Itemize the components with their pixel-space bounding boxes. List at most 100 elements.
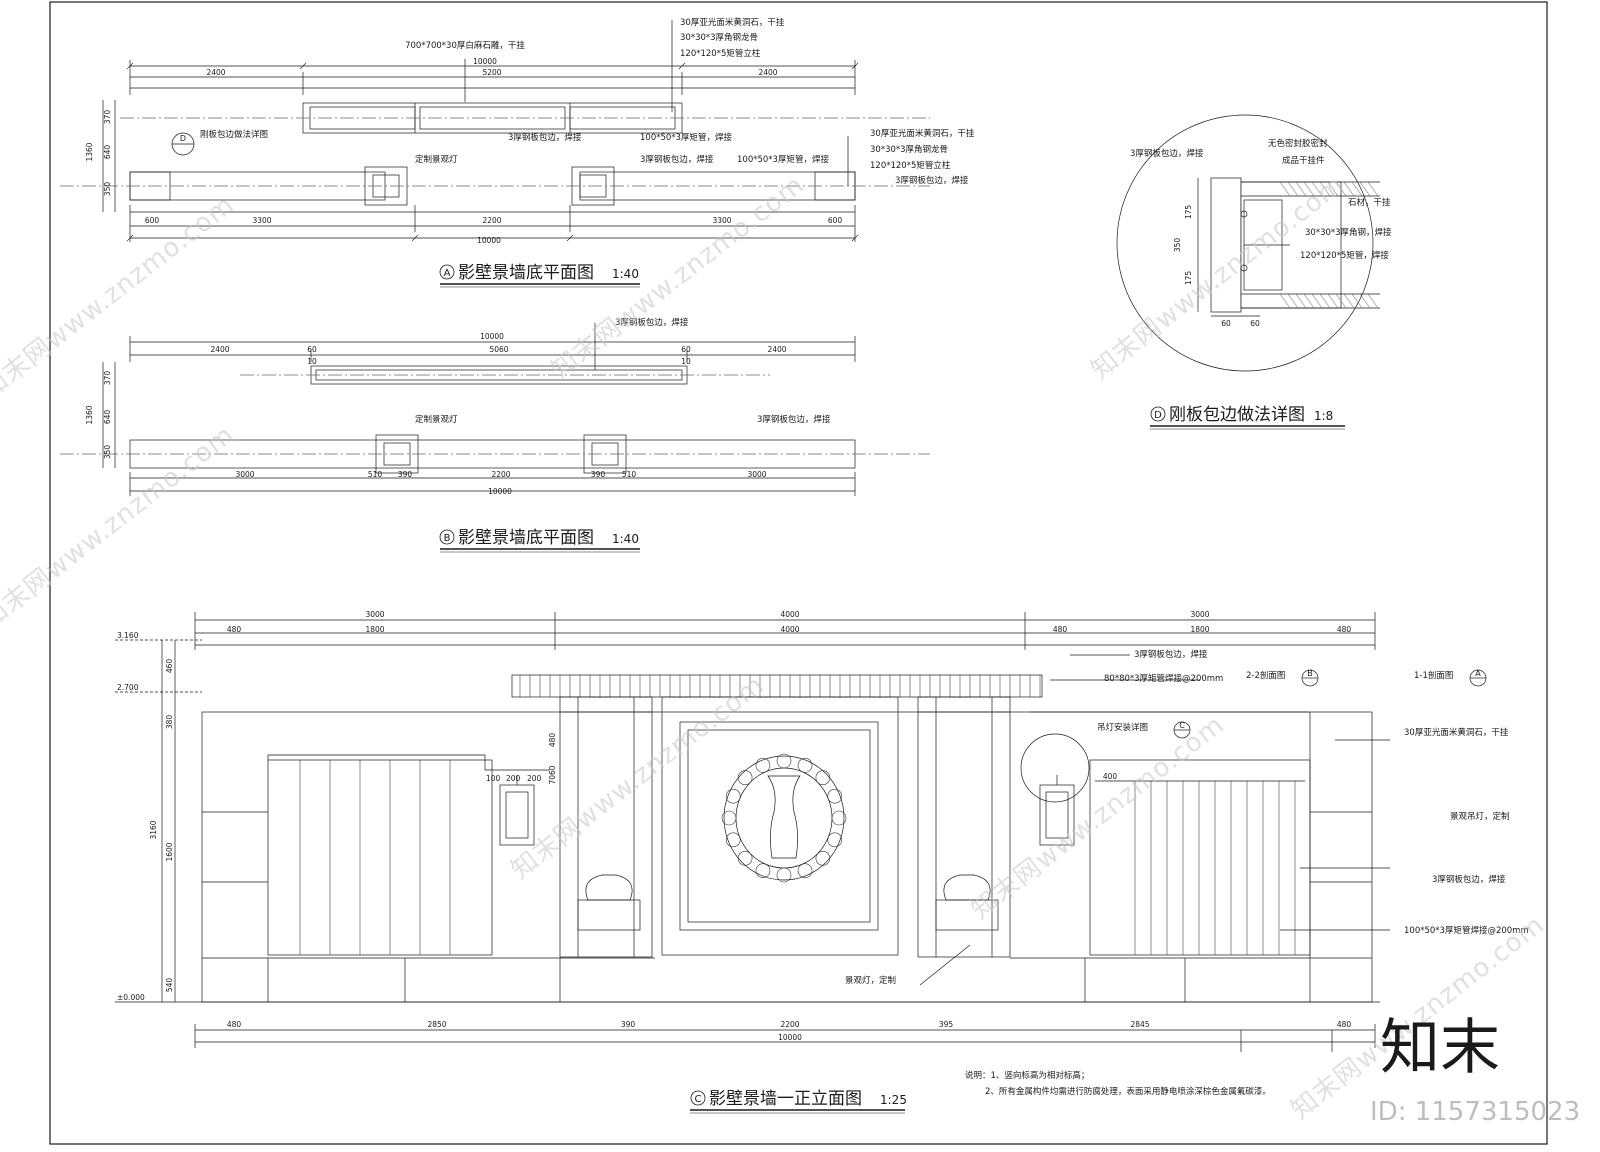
ornament-scroll [815,770,831,785]
ornament-scroll [797,863,813,878]
dim-strip-0: 400 [1103,772,1118,781]
stone-hatch [1367,181,1379,197]
dim-b-mid-1: 10 [681,357,691,366]
dim-a-bottom-total: 10000 [477,236,501,245]
note-c-3: 30厚亚光面米黄洞石，干挂 [1404,727,1509,738]
title-c-letter: C [695,1094,702,1105]
dim-a-top-left: 2400 [206,68,225,77]
section-label-1: 1-1剖面图 [1414,670,1453,681]
note-d-1: 无色密封胶密封 [1268,138,1328,149]
watermark-brand: 知末 [1380,1013,1500,1083]
dim-c-r2-1: 480 [227,625,242,634]
note-d-3: 石材，干挂 [1348,197,1391,208]
ornament-scroll [721,810,737,826]
note-c-5: 3厚钢板包边，焊接 [1432,874,1506,885]
dim-c-left-total: 3160 [149,820,158,839]
stone-hatch [1335,293,1347,309]
stone-hatch [1319,293,1331,309]
ornament-scroll [827,832,843,848]
note-b-lamp: 定制景观灯 [415,414,458,425]
ornament-scroll [776,753,792,769]
note-a-detail-ref: 刚板包边做法详图 [200,129,268,140]
watermark-id: ID: 1157315023 [1370,1097,1580,1127]
dim-c-b1-8: 395 [939,1020,954,1029]
dim-b-mid-0: 10 [307,357,317,366]
stone-hatch [1295,293,1307,309]
stone-hatch [1359,181,1371,197]
note-a-lamp: 定制景观灯 [415,154,458,165]
dim-c-left-0: 460 [165,659,174,674]
ornament-scroll [737,770,753,785]
dim-a-b2-1: 3300 [252,216,271,225]
dim-a-left-total: 1360 [85,142,94,161]
note-d-2: 成品干挂件 [1282,155,1325,166]
stone-hatch [1343,181,1355,197]
plan-b [60,323,930,496]
stone-hatch [1311,181,1323,197]
title-b-circle [439,529,455,545]
dim-c-r2-14: 480 [1337,625,1352,634]
dim-b-left-total: 1360 [85,405,94,424]
stone-hatch [1327,293,1339,309]
stone-hatch [1279,181,1291,197]
stone-hatch [1311,293,1323,309]
note-b-steel-1: 3厚钢板包边，焊接 [615,317,689,328]
ornament-scroll [831,810,847,826]
plan-a [60,20,930,242]
dim-lamp-1: 200 [506,774,521,783]
title-d-letter: D [1154,410,1162,421]
elevation-c-labels: 3000 4000 3000 480 1800 4000 480 1800 48… [117,610,1529,1114]
stone-hatch [1351,181,1363,197]
note-a-rect-1: 100*50*3厚矩管，焊接 [640,132,732,143]
dim-d-bottom-1: 60 [1250,319,1260,328]
dim-b-bot-2: 390 [398,470,413,479]
note-a-angle-2: 30*30*3厚角钢龙骨 [870,144,948,155]
ornament-scroll [815,851,831,866]
stone-hatch [1327,181,1339,197]
dim-lamp-2: 200 [527,774,542,783]
title-b-letter: B [444,533,451,544]
dim-b-left-3: 350 [103,445,112,460]
elevation-stripes [299,675,1296,955]
dim-a-b2-0: 600 [145,216,160,225]
dim-c-top-2: 3000 [1190,610,1209,619]
title-a-circle [439,264,455,280]
dim-a-total: 10000 [473,57,497,66]
dim-c-b1-11: 480 [1337,1020,1352,1029]
detail-d-labels: 3厚钢板包边，焊接 无色密封胶密封 成品干挂件 石材，干挂 30*30*3厚角钢… [1130,138,1392,430]
stone-hatch [1303,293,1315,309]
stone-hatch [1303,181,1315,197]
dim-c-top-0: 3000 [365,610,384,619]
note-c-1: 80*80*3厚矩管焊接@200mm [1104,673,1223,684]
note-c-2: 吊灯安装详图 [1097,722,1148,733]
note-c-0: 3厚钢板包边，焊接 [1134,649,1208,660]
ornament-scroll [827,788,843,804]
note-a-angle-1: 30*30*3厚角钢龙骨 [680,32,758,43]
watermark-6: 知末网www.znzmo.com [966,710,1230,926]
dim-b-left-1: 370 [103,371,112,386]
dim-c-r2-3: 1800 [365,625,384,634]
plan-b-labels: 10000 2400 60 5060 60 2400 10 10 3000 51… [85,317,831,553]
stone-hatch [1319,181,1331,197]
level-ground: ±0.000 [117,993,145,1002]
note-a-tube-1: 120*120*5矩管立柱 [680,48,761,59]
dim-b-bot-4: 390 [591,470,606,479]
dim-tick [678,62,686,70]
dim-c-b1-3: 2850 [427,1020,446,1029]
note-a-steel-3: 3厚钢板包边，焊接 [895,175,969,186]
ornament-scroll [776,867,792,883]
detail-marker-a-letter: D [180,134,186,143]
stone-hatch [1343,293,1355,309]
detail-d-hatch [1279,181,1379,309]
dim-c-r2-12: 1800 [1190,625,1209,634]
dim-b-total: 10000 [480,332,504,341]
ornament-scroll [797,758,813,773]
note-b-steel-2: 3厚钢板包边，焊接 [757,414,831,425]
dim-lamp-0: 100 [486,774,501,783]
sheet-frame [49,1,1548,1145]
note-c-7: 景观灯，定制 [845,975,896,986]
title-d-scale: 1:8 [1314,409,1333,423]
title-d: 刚板包边做法详图 [1169,405,1305,425]
center-ornament [721,753,847,883]
dim-tick [299,62,307,70]
